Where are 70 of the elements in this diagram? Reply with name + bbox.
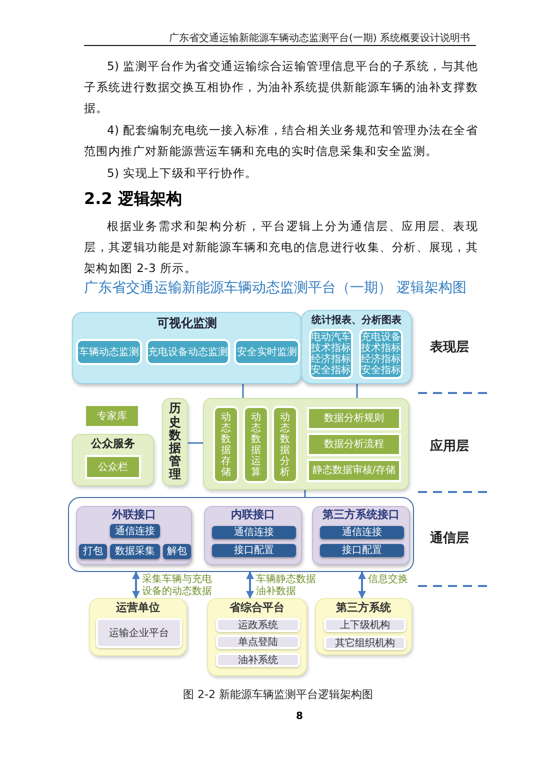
edge-label: 信息交换 bbox=[368, 574, 409, 586]
label-box: 车辆动态监测 bbox=[76, 339, 142, 365]
panel-heading: 外联接口 bbox=[110, 509, 157, 520]
diagram-title: 广东省交通运输新能源车辆动态监测平台（一期） 逻辑架构图 bbox=[84, 279, 468, 297]
group-panel bbox=[89, 598, 187, 656]
label-box: 打包 bbox=[79, 544, 107, 559]
vertical-box: 历史数据管理 bbox=[162, 398, 188, 486]
body-paragraph: 根据业务需求和架构分析，平台逻辑上分为通信层、应用层、表现层，其逻辑功能是对新能源车辆和充电的信息进行收集、分析、展现，其架构如图 2-3 所示。 bbox=[84, 218, 478, 277]
layer-label: 表现层 bbox=[430, 339, 469, 356]
arrow bbox=[246, 571, 254, 599]
panel-heading: 省综合平台 bbox=[228, 602, 286, 613]
group-panel bbox=[315, 598, 412, 655]
label-box: 油补系统 bbox=[216, 653, 300, 667]
group-panel bbox=[204, 506, 302, 565]
label-box: 公众栏 bbox=[85, 455, 141, 479]
label-box: 通信连接 bbox=[320, 526, 404, 539]
label-box: 通信连接 bbox=[110, 524, 160, 538]
panel-heading: 第三方系统接口 bbox=[322, 509, 400, 520]
label-box: 单点登陆 bbox=[216, 635, 300, 649]
group-panel bbox=[72, 434, 154, 486]
panel-heading: 运营单位 bbox=[115, 602, 161, 613]
label-box: 运输企业平台 bbox=[96, 618, 182, 648]
section-heading: 2.2 逻辑架构 bbox=[84, 189, 182, 210]
label-box: 其它组织机构 bbox=[324, 636, 406, 650]
figure-caption: 图 2-2 新能源车辆监测平台逻辑架构图 bbox=[182, 687, 374, 702]
connector-line bbox=[304, 490, 306, 497]
connector-line bbox=[356, 384, 358, 398]
connector-line bbox=[242, 384, 244, 398]
group-panel bbox=[207, 598, 307, 676]
label-box: 上下级机构 bbox=[324, 618, 406, 632]
group-panel bbox=[76, 506, 192, 565]
layer-panel bbox=[68, 497, 414, 572]
panel-heading: 公众服务 bbox=[90, 438, 136, 449]
edge-label: 采集车辆与充电设备的动态数据 bbox=[142, 574, 213, 598]
vertical-box: 动态数据分析 bbox=[272, 406, 298, 483]
arrow bbox=[358, 571, 366, 599]
panel-heading: 第三方系统 bbox=[335, 602, 392, 613]
panel-heading: 可视化监测 bbox=[156, 318, 218, 329]
label-box: 运政系统 bbox=[216, 618, 300, 632]
connector-line bbox=[188, 442, 203, 444]
group-panel bbox=[301, 310, 412, 384]
label-box: 静态数据审核/存储 bbox=[307, 459, 401, 482]
label-box: 接口配置 bbox=[212, 544, 296, 557]
label-box: 数据采集 bbox=[110, 544, 160, 559]
layer-label: 应用层 bbox=[430, 438, 469, 455]
label-box: 数据分析流程 bbox=[307, 433, 401, 456]
arrow bbox=[132, 571, 140, 599]
layer-label: 通信层 bbox=[430, 530, 469, 547]
label-box: 充电设备动态监测 bbox=[146, 339, 230, 365]
label-box: 安全实时监测 bbox=[234, 339, 300, 365]
panel-heading: 统计报表、分析图表 bbox=[310, 315, 402, 326]
indicator-box: 电动汽车技术指标经济指标安全指标 bbox=[309, 329, 353, 379]
group-panel bbox=[312, 506, 410, 565]
page-header: 广东省交通运输新能源车辆动态监测平台(一期) 系统概要设计说明书 bbox=[169, 32, 470, 45]
group-panel bbox=[72, 312, 302, 384]
body-paragraph: 4) 配套编制充电统一接入标准，结合相关业务规范和管理办法在全省范围内推广对新能源营运车辆和充电的实时信息采集和安全监测。 bbox=[84, 122, 478, 160]
label-box: 数据分析规则 bbox=[307, 407, 401, 430]
label-box: 解包 bbox=[163, 544, 191, 559]
label-box: 通信连接 bbox=[212, 526, 296, 539]
vertical-box: 动态数据运算 bbox=[243, 406, 269, 483]
page-number: 8 bbox=[296, 711, 303, 722]
vertical-box: 动态数据存储 bbox=[213, 406, 239, 483]
panel-heading: 内联接口 bbox=[230, 509, 276, 520]
body-paragraph: 5) 实现上下级和平行协作。 bbox=[106, 165, 258, 182]
indicator-box: 充电设备技术指标经济指标安全指标 bbox=[359, 329, 403, 379]
body-paragraph: 5) 监测平台作为省交通运输综合运输管理信息平台的子系统，与其他子系统进行数据交换互相协作，为油补系统提供新能源车辆的油补支撑数据。 bbox=[84, 58, 478, 117]
label-box: 接口配置 bbox=[320, 544, 404, 557]
layer-panel bbox=[203, 398, 409, 490]
label-box: 专家库 bbox=[84, 404, 140, 428]
edge-label: 车辆静态数据油补数据 bbox=[256, 574, 317, 598]
